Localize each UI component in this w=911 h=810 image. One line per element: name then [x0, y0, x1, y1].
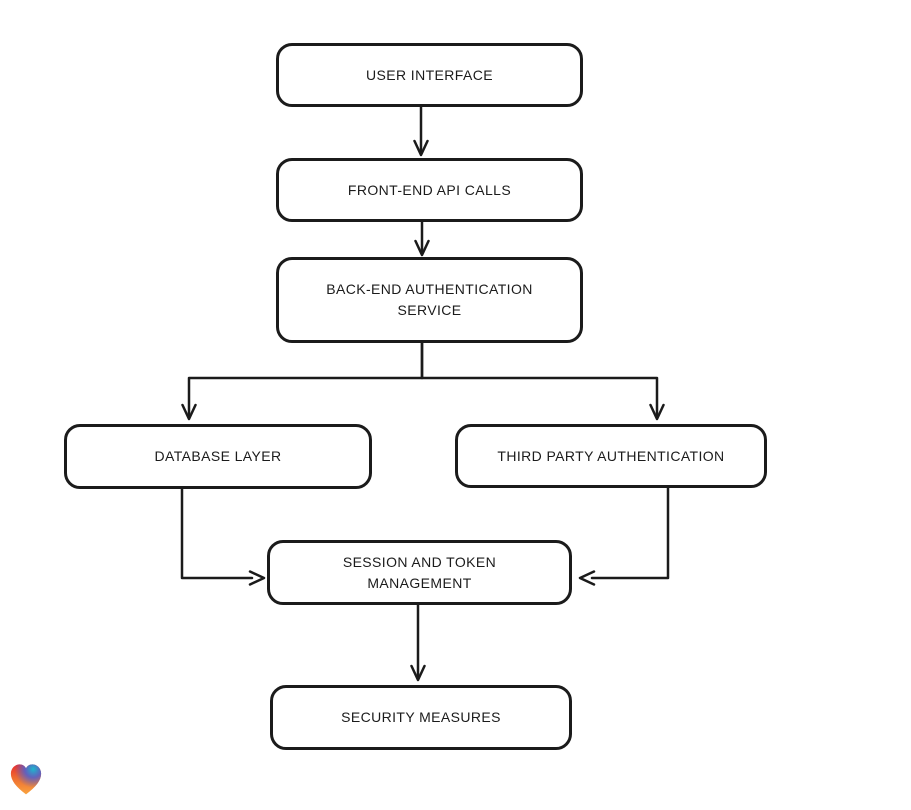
node-session-and-token-management: SESSION AND TOKEN MANAGEMENT — [267, 540, 572, 605]
edge-database-to-session — [180, 487, 266, 586]
edge-back-end-to-database — [181, 341, 424, 421]
arrowhead-right-icon — [248, 570, 266, 586]
node-label: BACK-END AUTHENTICATION SERVICE — [326, 281, 533, 318]
node-label: SECURITY MEASURES — [341, 709, 501, 725]
node-security-measures: SECURITY MEASURES — [270, 685, 572, 750]
node-third-party-authentication: THIRD PARTY AUTHENTICATION — [455, 424, 767, 488]
edge-front-end-to-back-end — [414, 220, 430, 257]
node-user-interface: USER INTERFACE — [276, 43, 583, 107]
heart-gradient-icon — [10, 764, 42, 795]
arrowhead-down-icon — [414, 239, 430, 257]
edge-back-end-to-third-party — [420, 341, 665, 421]
edge-session-to-security — [410, 603, 426, 682]
edge-third-party-to-session — [578, 486, 670, 586]
arrowhead-down-icon — [649, 403, 665, 421]
node-label: SESSION AND TOKEN MANAGEMENT — [342, 553, 497, 591]
arrowhead-left-icon — [578, 570, 596, 586]
arrowhead-down-icon — [413, 139, 429, 157]
node-label: FRONT-END API CALLS — [347, 181, 512, 198]
node-back-end-authentication-service: BACK-END AUTHENTICATION SERVICE — [276, 257, 583, 343]
node-label: USER INTERFACE — [366, 66, 493, 83]
node-database-layer: DATABASE LAYER — [64, 424, 372, 489]
arrowhead-down-icon — [181, 403, 197, 421]
lovable-heart-logo[interactable] — [8, 762, 44, 797]
node-front-end-api-calls: FRONT-END API CALLS — [276, 158, 583, 222]
node-label: THIRD PARTY AUTHENTICATION — [497, 447, 725, 464]
edge-user-interface-to-front-end — [413, 105, 429, 157]
node-label: DATABASE LAYER — [154, 448, 282, 464]
arrowhead-down-icon — [410, 664, 426, 682]
